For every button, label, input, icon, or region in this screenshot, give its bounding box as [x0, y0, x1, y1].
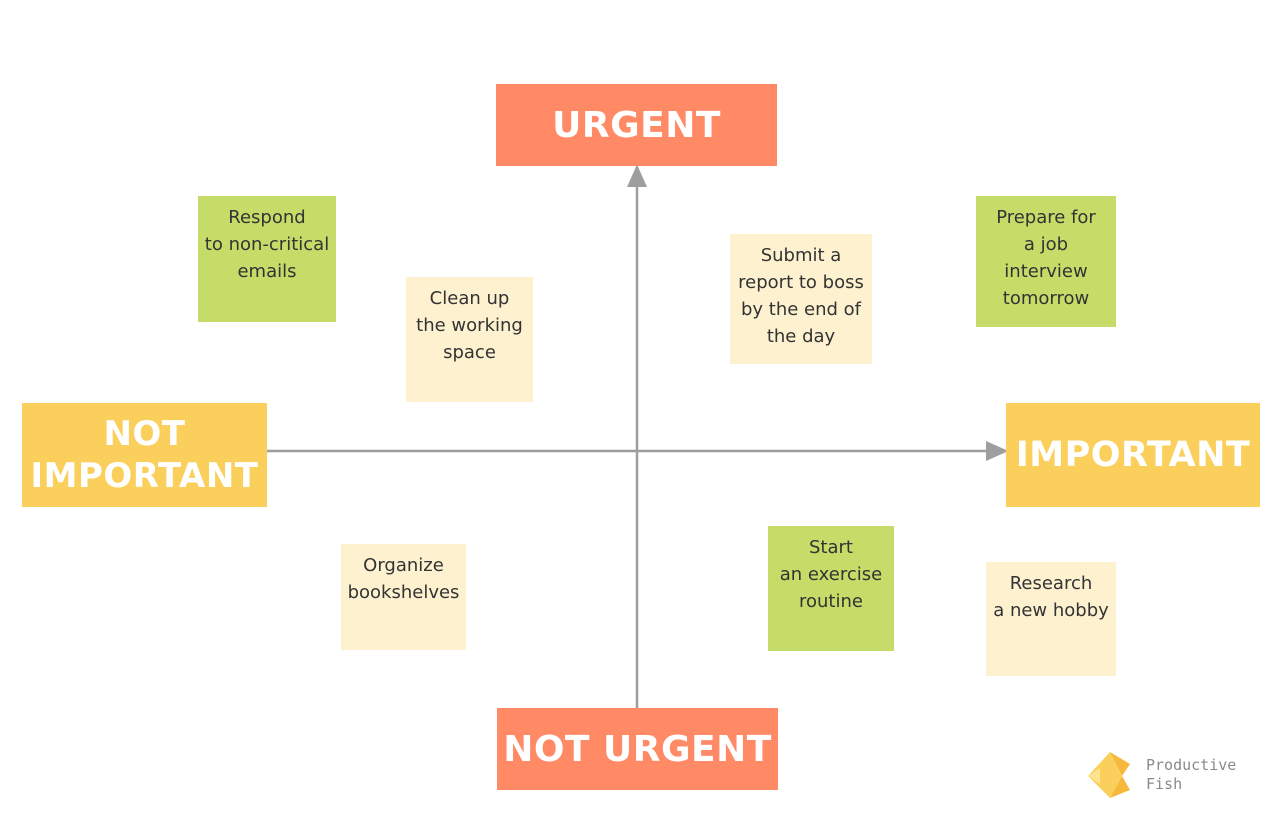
logo-text: Productive Fish	[1146, 756, 1237, 793]
important-label: IMPORTANT	[1006, 403, 1260, 507]
task-note-respond-emails: Respond to non-critical emails	[198, 196, 336, 322]
task-note-research-hobby: Research a new hobby	[986, 562, 1116, 676]
task-note-text: Respond to non-critical emails	[204, 207, 330, 282]
task-note-organize-bookshelves: Organize bookshelves	[341, 544, 466, 650]
task-note-text: Start an exercise routine	[779, 537, 883, 612]
fish-icon	[1088, 752, 1130, 798]
productive-fish-logo: Productive Fish	[1086, 746, 1236, 804]
urgent-label: URGENT	[496, 84, 777, 166]
task-note-submit-report: Submit a report to boss by the end of th…	[730, 234, 872, 364]
task-note-text: Submit a report to boss by the end of th…	[738, 245, 864, 347]
task-note-text: Prepare for a job interview tomorrow	[996, 207, 1096, 309]
task-note-text: Clean up the working space	[416, 288, 523, 363]
task-note-prepare-interview: Prepare for a job interview tomorrow	[976, 196, 1116, 327]
task-note-clean-up: Clean up the working space	[406, 277, 533, 402]
task-note-text: Organize bookshelves	[347, 555, 460, 603]
task-note-text: Research a new hobby	[993, 573, 1109, 621]
task-note-start-exercise: Start an exercise routine	[768, 526, 894, 651]
not-urgent-label: NOT URGENT	[497, 708, 778, 790]
not-important-label: NOT IMPORTANT	[22, 403, 267, 507]
